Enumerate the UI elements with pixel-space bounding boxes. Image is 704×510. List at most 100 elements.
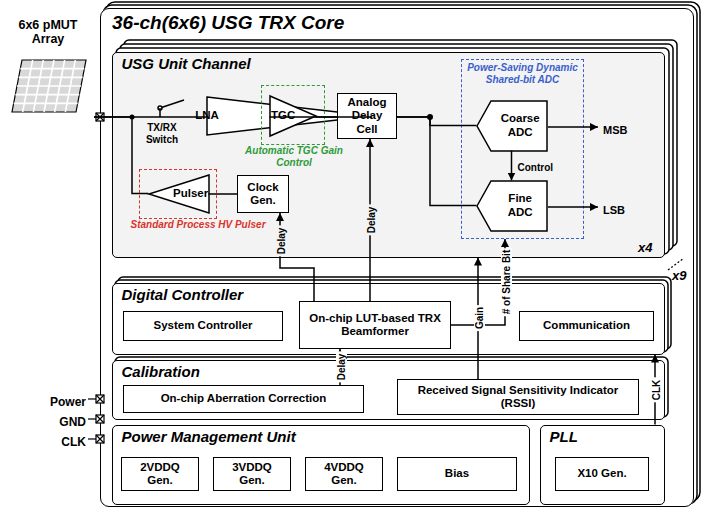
section-panel: CalibrationOn-chip Aberration Correction…	[112, 360, 665, 420]
signal-wire	[397, 117, 477, 206]
section-panel: USG Unit ChannelLNA Automatic TGC Gain Co…	[112, 52, 665, 258]
label-holder: x4	[638, 238, 652, 256]
edge-label: # of Share Bit	[501, 248, 512, 316]
array-grid-line	[15, 94, 79, 96]
section-heading: 36-ch(6x6) USG TRX Core	[101, 9, 693, 35]
node-label: 4VDDQ Gen.	[310, 461, 378, 487]
edge-label: Delay	[276, 225, 287, 256]
repeat-count: x4	[638, 241, 652, 256]
node-label: Coarse ADC	[496, 112, 545, 138]
dashed-group: Power-Saving Dynamic Shared-bit ADC Coars…	[461, 59, 584, 239]
edge-label-holder: CLK	[646, 377, 664, 402]
label-holder: CLK	[30, 432, 86, 450]
node-label: LNA	[195, 109, 219, 122]
adc-block: Coarse ADC	[477, 101, 547, 151]
signal-name: TX/RX Switch	[140, 122, 184, 145]
section-panel: Digital ControllerSystem Controller On-ch…	[112, 283, 665, 355]
array-grid-line	[17, 85, 81, 87]
pad-cross	[96, 395, 104, 403]
switch-lever	[160, 100, 184, 108]
edge-label-holder: Delay	[271, 225, 289, 256]
signal-wire	[316, 116, 338, 118]
pin-name: GND	[59, 416, 86, 430]
edge-label-holder: Control	[516, 157, 556, 175]
label-holder: MSB	[603, 120, 627, 138]
switch-stub	[159, 108, 161, 117]
function-box: 4VDDQ Gen.	[305, 457, 383, 491]
pin-wire	[88, 398, 96, 399]
shape-outline	[149, 175, 209, 213]
label-holder: GND	[30, 412, 86, 430]
signal-name: MSB	[603, 124, 627, 137]
section-heading: USG Unit Channel	[113, 53, 664, 73]
signal-wire	[511, 151, 513, 181]
driver-triangle: Pulser	[149, 175, 209, 213]
section-panel: Power Management Unit 2VDDQ Gen. 3VDDQ Gen…	[112, 425, 530, 505]
node-label: 6x6 pMUT Array	[2, 18, 94, 47]
pads	[96, 113, 104, 443]
pmut-array-figure	[12, 60, 86, 112]
shape-outline	[477, 101, 547, 151]
tx-rx-switch-symbol	[158, 100, 184, 110]
array-outline	[12, 60, 86, 112]
section-heading: PLL	[541, 426, 664, 446]
section-panel: PLL X10 Gen.	[540, 425, 665, 505]
repeat-count: x9	[672, 269, 686, 284]
section-heading: Standard Process HV Pulser	[128, 219, 268, 231]
node-label: Pulser	[173, 187, 208, 200]
section-heading: Calibration	[113, 361, 664, 381]
pad-cross	[96, 435, 104, 443]
node-label: System Controller	[153, 319, 252, 332]
function-box: 3VDDQ Gen.	[213, 457, 291, 491]
lsb-output-wire	[548, 206, 598, 208]
pad	[96, 395, 104, 403]
function-box: Clock Gen.	[237, 175, 289, 213]
edge-label-holder: Delay	[331, 352, 349, 383]
edge-label: Delay	[336, 352, 347, 383]
signal-wire	[209, 193, 238, 195]
edge-label-holder: # of Share Bit	[496, 248, 514, 316]
signal-wire	[270, 116, 373, 118]
node-label: On-chip Aberration Correction	[161, 392, 327, 405]
edge-label: Control	[516, 162, 556, 173]
section-heading: Digital Controller	[113, 284, 664, 304]
section-heading: Power-Saving Dynamic Shared-bit ADC	[462, 60, 583, 85]
dashed-group: Automatic TGC Gain ControlTGC	[261, 85, 325, 145]
function-box: On-chip LUT-based TRX Beamformer	[299, 301, 451, 349]
core-stack-copy	[103, 5, 697, 504]
pin-name: CLK	[61, 436, 86, 450]
pin-name: Power	[50, 396, 86, 410]
array-grid-line	[14, 103, 78, 105]
core-front-ground	[100, 8, 694, 507]
node-label: Analog Delay Cell	[342, 96, 392, 136]
node-label: Fine ADC	[496, 192, 545, 218]
pad	[96, 435, 104, 443]
signal-wire	[94, 117, 149, 194]
amplifier-triangle: TGC	[270, 96, 316, 136]
label-holder: LSB	[603, 200, 625, 218]
section-heading: Automatic TGC Gain Control	[239, 145, 349, 168]
node-label: Communication	[543, 319, 630, 332]
node-label: TGC	[271, 109, 295, 122]
label-holder: x9	[672, 266, 686, 284]
pin-wires	[88, 399, 96, 439]
node-label: On-chip LUT-based TRX Beamformer	[304, 312, 446, 338]
function-box: System Controller	[123, 311, 283, 341]
function-box: Bias	[397, 457, 517, 491]
core-block: 36-ch(6x6) USG TRX CoreUSG Unit ChannelL…	[100, 8, 694, 507]
function-box: Analog Delay Cell	[337, 93, 397, 139]
node-label: X10 Gen.	[577, 467, 626, 480]
edge-label: CLK	[651, 377, 662, 402]
signal-wire	[397, 117, 477, 126]
function-box: 2VDDQ Gen.	[121, 457, 199, 491]
adc-block: Fine ADC	[477, 181, 547, 231]
edge-label: Gain	[474, 305, 485, 331]
pin-wire	[88, 418, 96, 419]
label-holder: TX/RX Switch	[140, 122, 184, 147]
function-box: X10 Gen.	[555, 457, 649, 491]
shape-outline	[477, 181, 547, 231]
function-box: On-chip Aberration Correction	[123, 385, 364, 413]
edge-label-holder: Delay	[361, 205, 379, 236]
section-heading: Power Management Unit	[113, 426, 529, 446]
